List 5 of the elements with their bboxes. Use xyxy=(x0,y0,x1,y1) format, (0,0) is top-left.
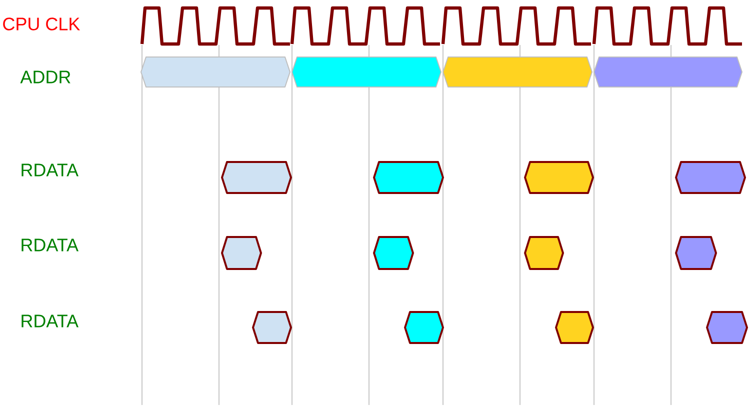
clock-label: CPU CLK xyxy=(3,18,80,30)
signal-label: RDATA xyxy=(22,164,78,176)
signal-label: ADDR xyxy=(20,70,70,84)
signal-label: RDATA xyxy=(22,238,78,252)
signal-label: RDATA xyxy=(22,314,78,328)
